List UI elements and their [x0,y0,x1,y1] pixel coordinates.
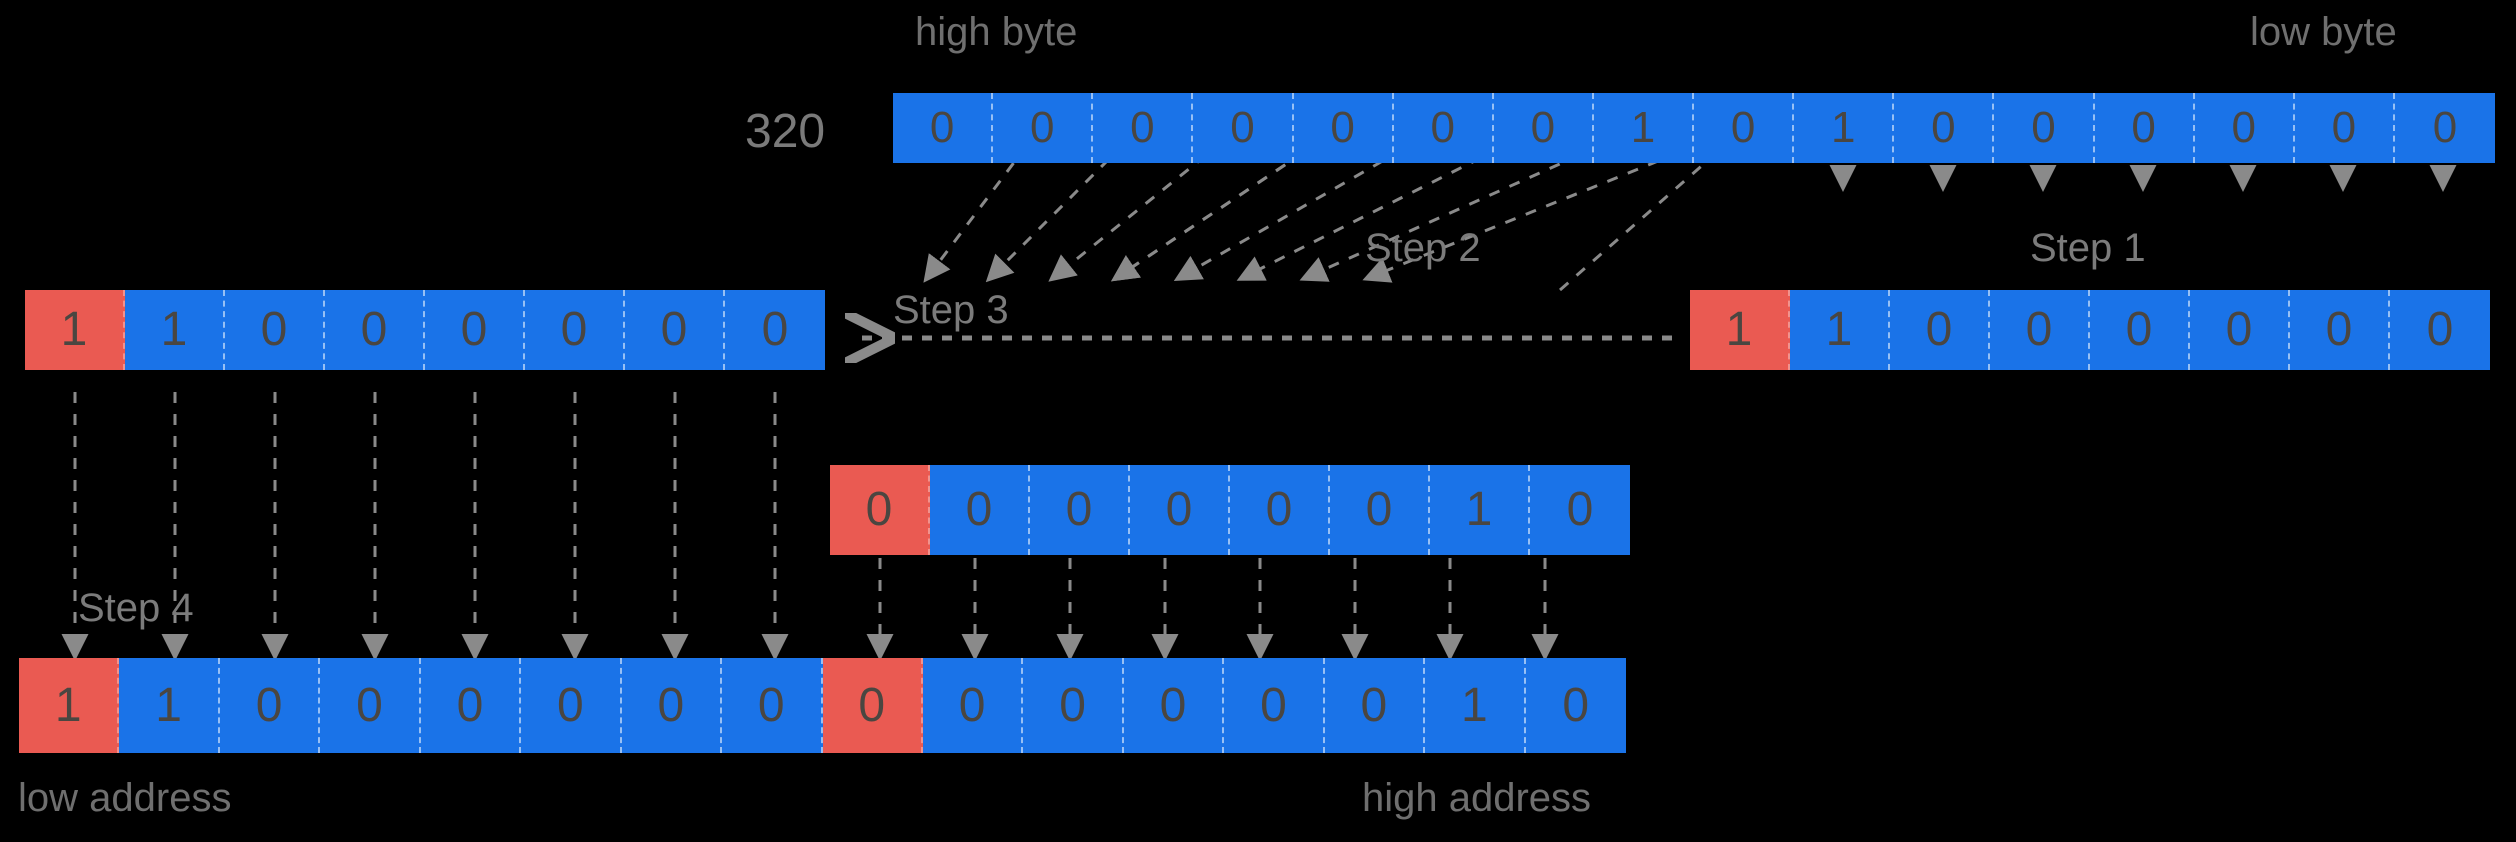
bit-cell: 1 [1690,290,1790,370]
bit-cell: 0 [2394,93,2495,163]
bit-cell: 0 [725,290,825,370]
bit-cell: 0 [822,658,923,753]
bit-cell: 0 [2090,290,2190,370]
bit-cell: 1 [1425,658,1526,753]
bit-cell: 1 [25,290,125,370]
bit-cell: 0 [219,658,321,753]
bit-cell: 0 [1990,290,2090,370]
bit-cell: 0 [1093,93,1194,163]
bit-cell: 0 [1324,658,1426,753]
bit-cell: 0 [425,290,525,370]
bit-cell: 0 [1023,658,1124,753]
bit-cell: 0 [625,290,725,370]
bit-cell: 0 [1530,465,1630,555]
bit-cell: 0 [1330,465,1430,555]
bit-cell: 0 [621,658,723,753]
bit-cell: 1 [119,658,220,753]
bit-cell: 0 [1224,658,1325,753]
step-1-label: Step 1 [2030,226,2146,270]
bit-cell: 1 [1430,465,1530,555]
label-high-byte: high byte [915,10,1078,54]
bit-cell: 0 [2390,290,2490,370]
bit-cell: 1 [1593,93,1694,163]
bit-cell: 0 [722,658,823,753]
bit-cell: 1 [19,658,120,753]
bit-cell: 0 [830,465,930,555]
bit-cell: 0 [1894,93,1995,163]
bit-cell: 0 [922,658,1024,753]
bit-cell: 0 [1994,93,2095,163]
bit-cell: 0 [2294,93,2395,163]
bit-cell: 0 [1393,93,1494,163]
bit-cell: 0 [1030,465,1130,555]
bit-cell: 0 [1123,658,1225,753]
step-4-label: Step 4 [78,586,194,630]
step-2-label: Step 2 [1365,226,1481,270]
bit-cell: 0 [2290,290,2390,370]
bit-cell: 0 [525,290,625,370]
bit-cell: 0 [930,465,1030,555]
bit-cell: 0 [320,658,421,753]
bit-cell: 1 [125,290,225,370]
label-high-address: high address [1362,776,1592,820]
bit-cell: 0 [1193,93,1294,163]
source-value-320: 320 [745,105,826,158]
bit-cell: 0 [1130,465,1230,555]
bit-cell: 0 [2194,93,2295,163]
label-low-byte: low byte [2250,10,2397,54]
bit-cell: 0 [2190,290,2290,370]
bit-cell: 0 [2094,93,2195,163]
label-low-address: low address [18,776,232,820]
bit-cell: 0 [1525,658,1626,753]
bit-cell: 0 [1230,465,1330,555]
bit-cell: 1 [1790,290,1890,370]
step-3-label: Step 3 [893,288,1009,332]
bit-cell: 0 [521,658,622,753]
bit-cell: 0 [893,93,994,163]
bit-cell: 0 [993,93,1094,163]
bit-cell: 0 [1890,290,1990,370]
bit-cell: 1 [1794,93,1895,163]
bit-cell: 0 [420,658,522,753]
bit-cell: 0 [1493,93,1594,163]
bit-cell: 0 [1293,93,1394,163]
bit-cell: 0 [325,290,425,370]
bit-cell: 0 [225,290,325,370]
bit-cell: 0 [1694,93,1795,163]
